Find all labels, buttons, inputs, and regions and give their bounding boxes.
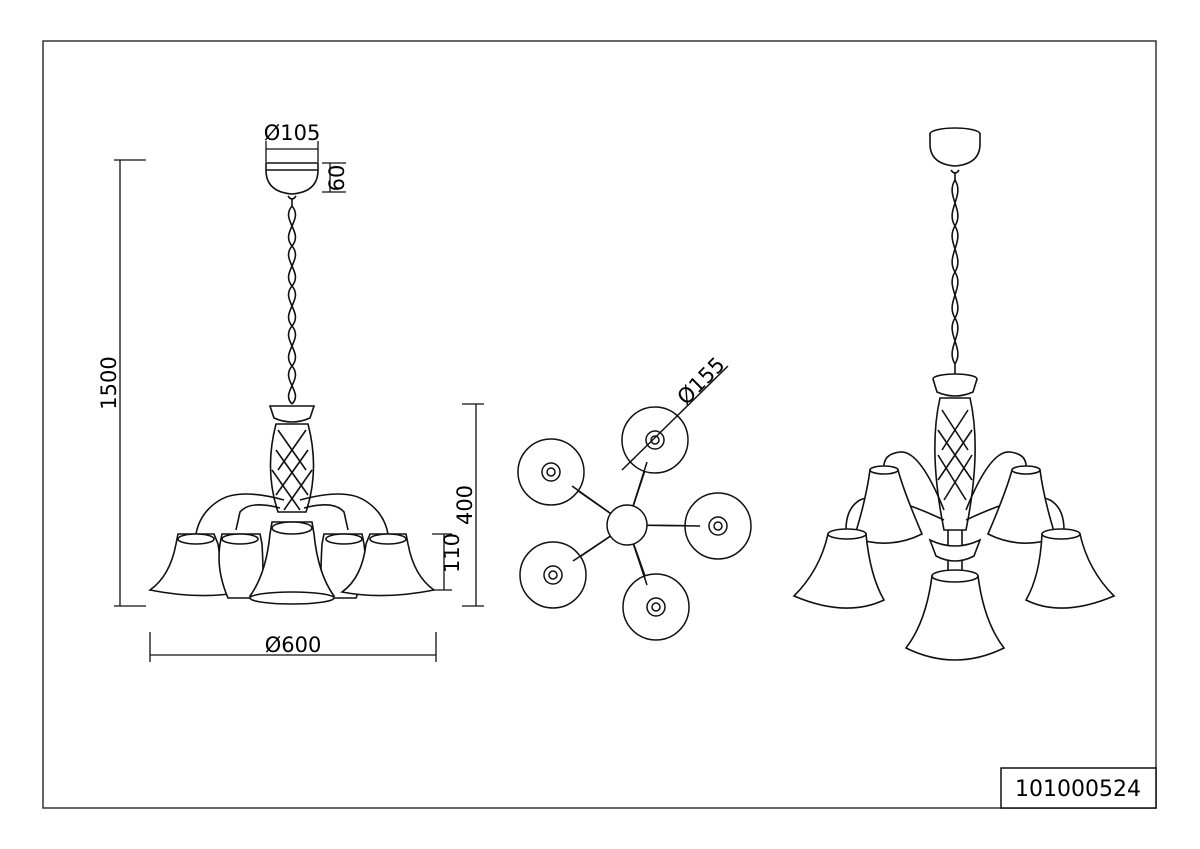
dim-total-height: 1500 [97,356,121,409]
center-hub [606,504,648,546]
dim-shade-height: 110 [440,533,464,573]
twisted-cage [269,423,315,513]
perspective-view [792,127,1116,661]
product-code: 101000524 [1015,777,1141,802]
dim-body-height: 400 [453,485,477,525]
dim-canopy-diameter: Ø105 [264,121,321,145]
dim-overall-diameter: Ø600 [265,633,322,657]
dim-shade-diameter: Ø155 [673,353,730,410]
canopy [265,162,319,195]
dimensions-front [114,141,484,662]
body-cup [268,405,316,423]
arm [195,493,285,535]
drawing-frame [42,40,1157,809]
product-code-box: 101000524 [1000,767,1157,809]
dim-canopy-height: 60 [325,165,349,192]
top-view [517,365,752,641]
shade-perspective [792,533,886,609]
front-view [148,162,436,605]
